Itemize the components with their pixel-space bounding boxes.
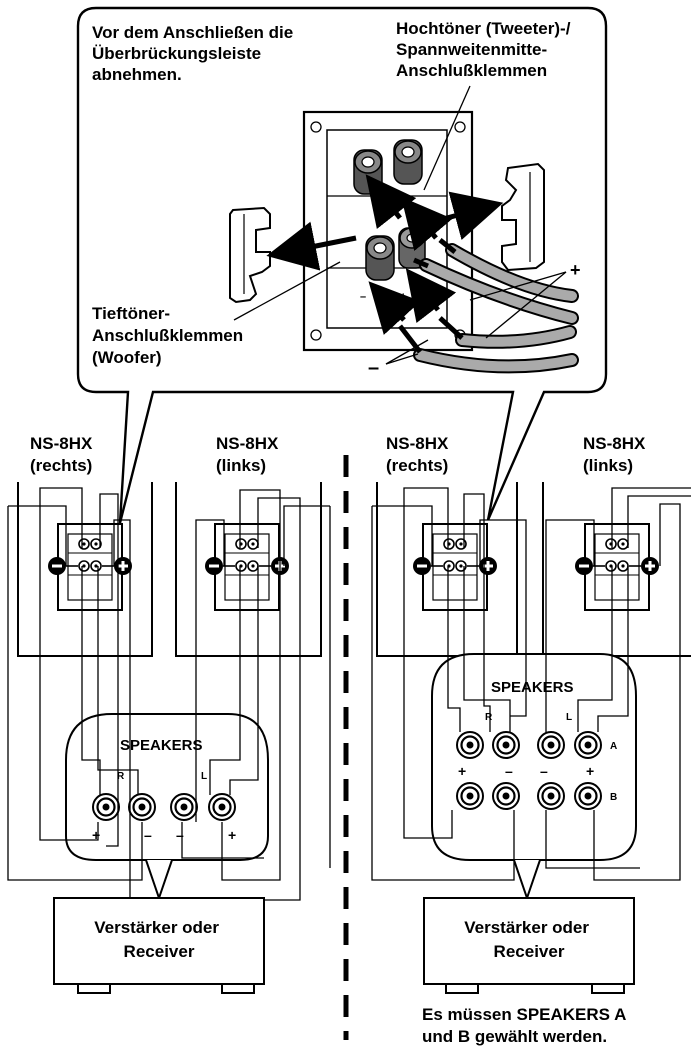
speakers-ab-note: Es müssen SPEAKERS A und B gewählt werde… — [422, 1005, 631, 1046]
post-left-r-minus — [127, 792, 157, 822]
arrow-remove-left — [266, 221, 357, 271]
post-left-l-plus — [207, 792, 237, 822]
pm-left-3: – — [176, 827, 184, 843]
panel-channel-r-left: R — [117, 771, 125, 782]
panel-channel-l-right: L — [566, 712, 572, 723]
panel-title-right: SPEAKERS — [491, 679, 574, 696]
panel-channel-r-right: R — [485, 712, 493, 723]
post-right-a-l-minus — [536, 730, 566, 760]
tweeter-terminals-label: Hochtöner (Tweeter)-/ Spannweitenmitte- … — [396, 19, 575, 80]
post-right-b-r-minus — [491, 781, 521, 811]
pm-left-1: + — [92, 827, 100, 843]
amp-foot-right-1 — [445, 983, 479, 994]
terminal-plate-closeup: – + — [302, 110, 474, 352]
speaker-label-left-right: NS-8HX (rechts) — [30, 434, 97, 475]
wiring-right-config — [371, 487, 691, 881]
leader-plus-2 — [485, 271, 567, 339]
pm-left-4: + — [228, 827, 236, 843]
amp-foot-left-2 — [221, 983, 255, 994]
amp-panel-left — [65, 713, 269, 861]
arrow-insert-1 — [365, 174, 417, 230]
amp-foot-right-2 — [591, 983, 625, 994]
pm-right-3: – — [540, 763, 548, 779]
callout-minus-label: – — [368, 357, 379, 379]
amp-callout-tail-right — [513, 859, 541, 902]
amplifier-box-right — [423, 897, 635, 985]
speaker-cabinet-left-r — [17, 482, 153, 657]
row-b-label: B — [610, 792, 617, 803]
wiring-left-config — [7, 487, 331, 901]
plate-minus-mark: – — [360, 291, 366, 303]
callout-plus-label: + — [570, 260, 581, 280]
leader-plus-1 — [469, 271, 567, 301]
post-right-b-r-plus — [455, 781, 485, 811]
speaker-terminals-left-r — [47, 523, 133, 611]
pm-right-4: + — [586, 763, 594, 779]
arrow-insert-4 — [405, 268, 457, 324]
amplifier-box-left — [53, 897, 265, 985]
amplifier-label-right: Verstärker oder Receiver — [464, 918, 593, 961]
post-right-b-l-plus — [573, 781, 603, 811]
post-right-a-l-plus — [573, 730, 603, 760]
bridge-bar-left — [229, 206, 271, 304]
speaker-cabinet-left-l — [175, 482, 322, 657]
post-left-l-minus — [169, 792, 199, 822]
plate-plus-mark: + — [400, 291, 406, 303]
arrow-insert-2 — [401, 196, 453, 252]
cables — [398, 238, 579, 374]
post-right-b-l-minus — [536, 781, 566, 811]
woofer-terminals-label: Tieftöner- Anschlußklemmen (Woofer) — [92, 304, 248, 367]
speaker-label-right-right: NS-8HX (rechts) — [386, 434, 453, 475]
leader-woofer — [233, 261, 341, 321]
speaker-terminals-right-l — [574, 523, 660, 611]
post-right-a-r-plus — [455, 730, 485, 760]
pm-right-2: – — [505, 763, 513, 779]
leader-minus-2 — [385, 339, 429, 365]
panel-title-left: SPEAKERS — [120, 737, 203, 754]
post-left-r-plus — [91, 792, 121, 822]
bridge-bar-right — [501, 162, 545, 272]
pm-right-1: + — [458, 763, 466, 779]
speaker-label-right-left: NS-8HX (links) — [583, 434, 650, 475]
tweeter-terminal-plus — [393, 139, 423, 185]
speaker-label-left-left: NS-8HX (links) — [216, 434, 283, 475]
post-right-a-r-minus — [491, 730, 521, 760]
arrow-insert-3 — [368, 281, 421, 336]
speaker-cabinet-right-r — [376, 482, 518, 657]
woofer-terminal-minus — [365, 235, 395, 281]
row-a-label: A — [610, 741, 617, 752]
speaker-terminals-left-l — [204, 523, 290, 611]
pm-left-2: – — [144, 827, 152, 843]
leader-tweeter — [423, 85, 471, 191]
leader-minus-1 — [385, 353, 419, 365]
panel-channel-l-left: L — [201, 771, 207, 782]
amplifier-label-left: Verstärker oder Receiver — [94, 918, 223, 961]
amp-foot-left-1 — [77, 983, 111, 994]
amp-callout-tail-left — [145, 859, 173, 902]
tweeter-terminal-minus — [353, 149, 383, 195]
remove-bridge-instruction: Vor dem Anschließen die Überbrückungslei… — [92, 23, 298, 84]
